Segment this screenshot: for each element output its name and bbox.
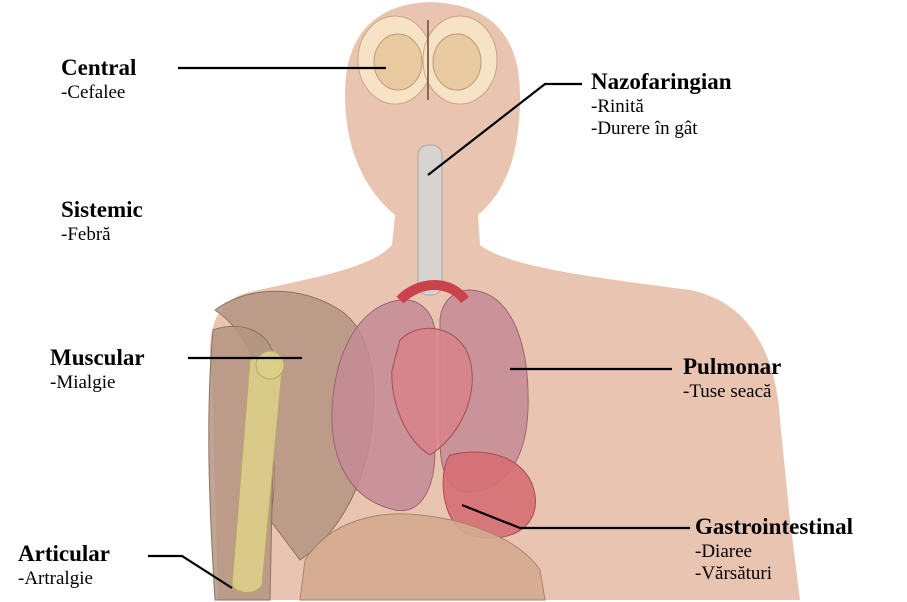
- brain-left-inner: [374, 34, 422, 90]
- label-sistemic: Sistemic -Febră: [61, 196, 143, 246]
- label-central: Central -Cefalee: [61, 54, 136, 104]
- articular-title: Articular: [18, 540, 110, 568]
- sistemic-symptom-1: -Febră: [61, 224, 143, 247]
- label-gastrointestinal: Gastrointestinal -Diaree -Vărsături: [695, 513, 853, 586]
- central-title: Central: [61, 54, 136, 82]
- central-symptom-1: -Cefalee: [61, 82, 136, 105]
- label-muscular: Muscular -Mialgie: [50, 344, 145, 394]
- articular-symptom-1: -Artralgie: [18, 568, 110, 591]
- muscular-symptom-1: -Mialgie: [50, 372, 145, 395]
- label-pulmonar: Pulmonar -Tuse seacă: [683, 353, 781, 403]
- brain-right-inner: [433, 34, 481, 90]
- shoulder-joint: [256, 351, 284, 379]
- muscular-title: Muscular: [50, 344, 145, 372]
- label-nazofaringian: Nazofaringian -Rinită -Durere în gât: [591, 68, 732, 141]
- label-articular: Articular -Artralgie: [18, 540, 110, 590]
- nazofaringian-symptom-2: -Durere în gât: [591, 118, 732, 141]
- pulmonar-title: Pulmonar: [683, 353, 781, 381]
- gastrointestinal-title: Gastrointestinal: [695, 513, 853, 541]
- sistemic-title: Sistemic: [61, 196, 143, 224]
- nazofaringian-symptom-1: -Rinită: [591, 96, 732, 119]
- pulmonar-symptom-1: -Tuse seacă: [683, 381, 781, 404]
- gastrointestinal-symptom-1: -Diaree: [695, 541, 853, 564]
- nazofaringian-title: Nazofaringian: [591, 68, 732, 96]
- gastrointestinal-symptom-2: -Vărsături: [695, 563, 853, 586]
